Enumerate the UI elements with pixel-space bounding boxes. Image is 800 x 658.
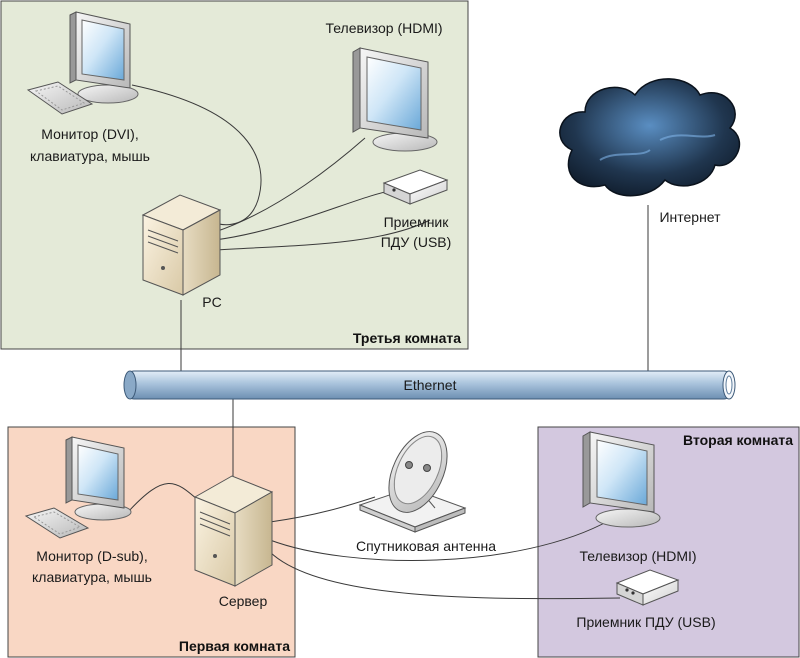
keyboard-icon — [26, 81, 94, 115]
satellite-dish-icon — [358, 431, 467, 533]
room-second — [537, 426, 800, 658]
label-satellite: Спутниковая антенна — [356, 538, 496, 554]
label-monitor-dsub: Монитор (D-sub), — [36, 548, 147, 564]
server-tower-icon — [193, 475, 274, 587]
label-monitor-dvi: Монитор (DVI), — [41, 126, 138, 142]
label-ir-top: Приемник — [384, 214, 450, 230]
label-ir-bottom: Приемник ПДУ (USB) — [576, 614, 715, 630]
label-ethernet: Ethernet — [404, 377, 457, 393]
keyboard-icon — [24, 507, 90, 539]
label-tv-top: Телевизор (HDMI) — [325, 20, 442, 36]
ir-receiver-icon — [382, 169, 449, 205]
tv-icon — [582, 431, 661, 528]
tv-icon — [352, 47, 438, 152]
ir-receiver-icon — [615, 569, 680, 606]
label-monitor-dsub-2: клавиатура, мышь — [32, 569, 152, 585]
monitor-icon — [65, 436, 132, 521]
label-ir-top-2: ПДУ (USB) — [381, 234, 452, 250]
label-tv-bottom: Телевизор (HDMI) — [579, 548, 696, 564]
room-second-title: Вторая комната — [683, 432, 793, 448]
ethernet-backbone — [123, 370, 736, 400]
label-server: Сервер — [219, 593, 268, 609]
cloud-icon — [559, 78, 741, 197]
room-third-title: Третья комната — [353, 330, 461, 346]
pc-tower-icon — [141, 194, 222, 296]
room-first-title: Первая комната — [179, 638, 290, 654]
label-pc: PC — [202, 294, 221, 310]
label-internet: Интернет — [659, 209, 721, 225]
monitor-icon — [69, 11, 139, 104]
label-monitor-dvi-2: клавиатура, мышь — [30, 148, 150, 164]
